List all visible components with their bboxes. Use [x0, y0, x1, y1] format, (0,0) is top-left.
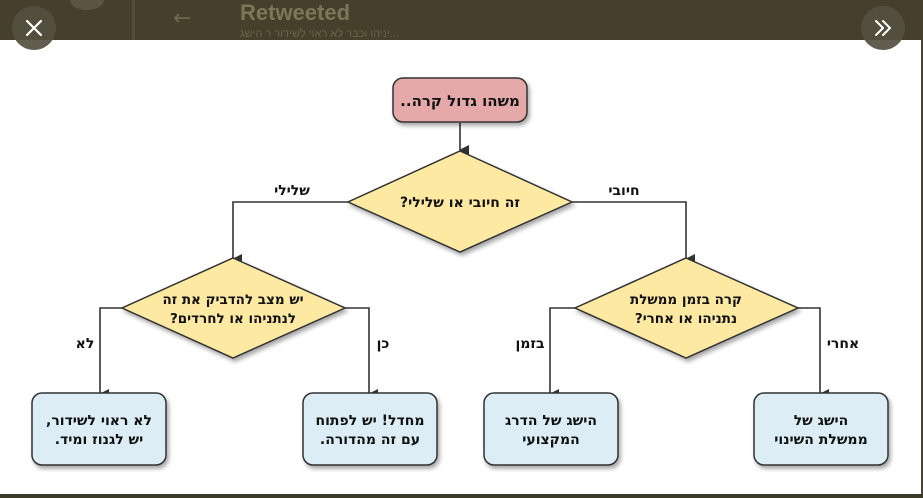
background-title: Retweeted: [240, 0, 351, 25]
flowchart: משהו גדול קרה.. זה חיובי או שלילי? שלילי…: [31, 77, 889, 466]
start-box: משהו גדול קרה..: [392, 77, 528, 123]
outcome-box-1: לא ראוי לשידור, יש לגנוז ומיד.: [31, 392, 167, 466]
decision-main-text: זה חיובי או שלילי?: [400, 195, 520, 211]
connectors: [99, 123, 829, 399]
outcome-box-4: הישג של ממשלת השינוי: [753, 392, 889, 466]
label-no: לא: [76, 336, 95, 352]
close-icon: [25, 19, 43, 37]
outcome2-line2: עם זה מהדורה.: [320, 432, 420, 448]
close-button[interactable]: [12, 6, 56, 50]
outcome3-line2: המקצועי: [522, 432, 579, 448]
decision-left: יש מצב להדביק את זה לנתניהו או לחרדים?: [120, 257, 347, 359]
image-viewer-stage: משהו גדול קרה.. זה חיובי או שלילי? שלילי…: [0, 40, 921, 494]
decision-main: זה חיובי או שלילי?: [346, 150, 574, 253]
decision-right-line2: נתניהו או אחרי?: [635, 311, 737, 327]
start-text: משהו גדול קרה..: [400, 92, 520, 110]
outcome-box-2: מחדל! יש לפתוח עם זה מהדורה.: [302, 392, 438, 466]
decision-left-line1: יש מצב להדביק את זה: [162, 292, 303, 308]
label-negative: שלילי: [274, 183, 310, 199]
decision-right-line1: קרה בזמן ממשלת: [630, 292, 742, 308]
bottom-edge: [0, 494, 923, 498]
decision-left-line2: לנתניהו או לחרדים?: [170, 311, 296, 327]
label-yes: כן: [377, 336, 390, 352]
divider: [132, 0, 135, 40]
outcome4-line2: ממשלת השינוי: [774, 432, 867, 448]
back-arrow-icon: ←: [173, 6, 192, 31]
outcome-box-3: הישג של הדרג המקצועי: [483, 392, 619, 466]
background-tweet-header: ← Retweeted יניהו וכבר לא ראוי לשידור ר …: [0, 0, 923, 40]
decision-right: קרה בזמן ממשלת נתניהו או אחרי?: [573, 257, 800, 359]
outcome1-line2: יש לגנוז ומיד.: [55, 432, 144, 448]
expand-sidebar-button[interactable]: [861, 6, 905, 50]
outcome3-line1: הישג של הדרג: [505, 413, 597, 429]
twitter-bird-icon: [70, 0, 104, 10]
label-positive: חיובי: [608, 183, 639, 199]
label-during: בזמן: [515, 336, 544, 352]
label-after: אחרי: [827, 336, 859, 352]
background-subtitle: יניהו וכבר לא ראוי לשידור ר הישג...: [240, 28, 400, 40]
outcome4-line1: הישג של: [794, 413, 849, 429]
double-chevron-right-icon: [875, 20, 891, 36]
right-edge: [921, 40, 923, 494]
outcome1-line1: לא ראוי לשידור,: [46, 413, 152, 429]
outcome2-line1: מחדל! יש לפתוח: [316, 413, 425, 429]
